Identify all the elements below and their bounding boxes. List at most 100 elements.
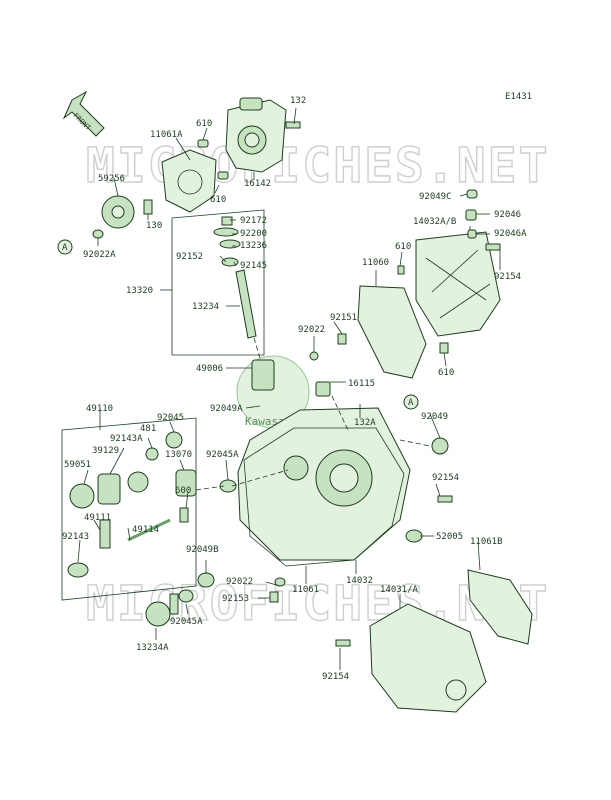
- gear-49006-part: [251, 359, 275, 391]
- gasket-11061-part: [243, 427, 405, 567]
- part-label: 14032A/B: [413, 217, 456, 227]
- diagram-code: E1431: [505, 92, 532, 102]
- watermark-top: MICROFICHES.NET: [86, 138, 549, 194]
- seal-92049-part: [431, 437, 449, 455]
- switch-16115-part: [315, 381, 331, 397]
- part-label: 92045: [157, 413, 184, 423]
- gasket-11061b-part: [467, 569, 533, 645]
- washer-92022-part: [309, 351, 319, 361]
- part-label: 92022: [226, 577, 253, 587]
- part-label: 14032: [346, 576, 373, 586]
- gasket-11061a-part: [161, 149, 217, 213]
- gear-13234a-part: [145, 593, 179, 627]
- part-label: 92154: [494, 272, 521, 282]
- ref-marker-a-right-text: A: [408, 398, 414, 408]
- impeller-part: [101, 195, 135, 229]
- seal-92045a-bottom-part: [178, 589, 194, 603]
- seal-92049b-part: [197, 572, 215, 588]
- bolt-92151-part: [337, 333, 347, 345]
- part-label: 92022A: [83, 250, 116, 260]
- part-label: 92154: [322, 672, 349, 682]
- cap-92049c-part: [466, 189, 478, 199]
- part-label: 16142: [244, 179, 271, 189]
- bolt-132-part: [285, 121, 301, 129]
- dowel-610-part: [439, 342, 449, 354]
- leader-dash: [231, 469, 289, 487]
- part-label: 92045A: [206, 450, 239, 460]
- leader-dash: [331, 395, 349, 431]
- part-label: 39129: [92, 446, 119, 456]
- part-label: 92049B: [186, 545, 219, 555]
- bolt-92153-part: [269, 591, 279, 603]
- part-label: 92200: [240, 229, 267, 239]
- part-label: 92143A: [110, 434, 143, 444]
- part-label: 92045A: [170, 617, 203, 627]
- leader-dash: [195, 485, 225, 491]
- leader-dash: [399, 439, 431, 447]
- part-label: 52005: [436, 532, 463, 542]
- part-label: 92143: [62, 532, 89, 542]
- gasket-11060-part: [357, 285, 427, 379]
- water-pump-cover-part: [225, 97, 287, 173]
- cap-52005-part: [405, 529, 423, 543]
- part-label: 49111: [84, 513, 111, 523]
- part-label: 13234A: [136, 643, 169, 653]
- ref-marker-a-left: [57, 239, 73, 255]
- part-label: 14031/A: [380, 585, 419, 595]
- dowel-pin-part: [217, 171, 229, 180]
- part-label: 13234: [192, 302, 219, 312]
- part-label: 92145: [240, 261, 267, 271]
- washer-92022a-part: [92, 229, 104, 239]
- part-label: 610: [395, 242, 411, 252]
- dowel-610-part: [397, 265, 405, 275]
- part-label: 49110: [86, 404, 113, 414]
- part-label: 92022: [298, 325, 325, 335]
- dowel-pin-part: [197, 139, 209, 148]
- part-label: 481: [140, 424, 156, 434]
- part-label: 92172: [240, 216, 267, 226]
- part-label: 92151: [330, 313, 357, 323]
- plug-92046-part: [465, 209, 477, 221]
- pump-shaft-part: [213, 216, 257, 339]
- part-label: 132: [290, 96, 306, 106]
- part-label: 92049A: [210, 404, 243, 414]
- part-label: 13320: [126, 286, 153, 296]
- part-label: 13070: [165, 450, 192, 460]
- assembly-49110-frame: [61, 417, 197, 601]
- part-label: 49114: [132, 525, 159, 535]
- assembly-13320-frame: [171, 209, 265, 356]
- bolt-92154c-part: [335, 639, 351, 647]
- part-label: 92049C: [419, 192, 452, 202]
- part-label: 92152: [176, 252, 203, 262]
- part-label: 59051: [64, 460, 91, 470]
- part-label: 610: [438, 368, 454, 378]
- ref-marker-a-right: [403, 394, 419, 410]
- ref-marker-a-left-text: A: [62, 243, 68, 253]
- plug-92046a-part: [467, 229, 477, 239]
- bolt-130-part: [143, 199, 153, 215]
- front-arrow-icon: FRONT: [62, 90, 105, 137]
- part-label: 92049: [421, 412, 448, 422]
- part-label: 92154: [432, 473, 459, 483]
- part-label: 13236: [240, 241, 267, 251]
- part-label: 11061B: [470, 537, 503, 547]
- part-label: 610: [210, 195, 226, 205]
- part-label: 59256: [98, 174, 125, 184]
- part-label: 130: [146, 221, 162, 231]
- leader-dash: [253, 337, 261, 359]
- part-label: 610: [196, 119, 212, 129]
- governor-assembly-part: [67, 431, 197, 578]
- part-label: 92046A: [494, 229, 527, 239]
- bolt-92154b-part: [437, 495, 453, 503]
- part-label: 16115: [348, 379, 375, 389]
- part-label: 49006: [196, 364, 223, 374]
- part-label: 11060: [362, 258, 389, 268]
- ignition-cover-part: [369, 603, 487, 713]
- part-label: 600: [175, 486, 191, 496]
- part-label: 92153: [222, 594, 249, 604]
- clutch-cover-part: [415, 231, 501, 337]
- bolt-92154-part: [485, 243, 501, 251]
- part-label: 92046: [494, 210, 521, 220]
